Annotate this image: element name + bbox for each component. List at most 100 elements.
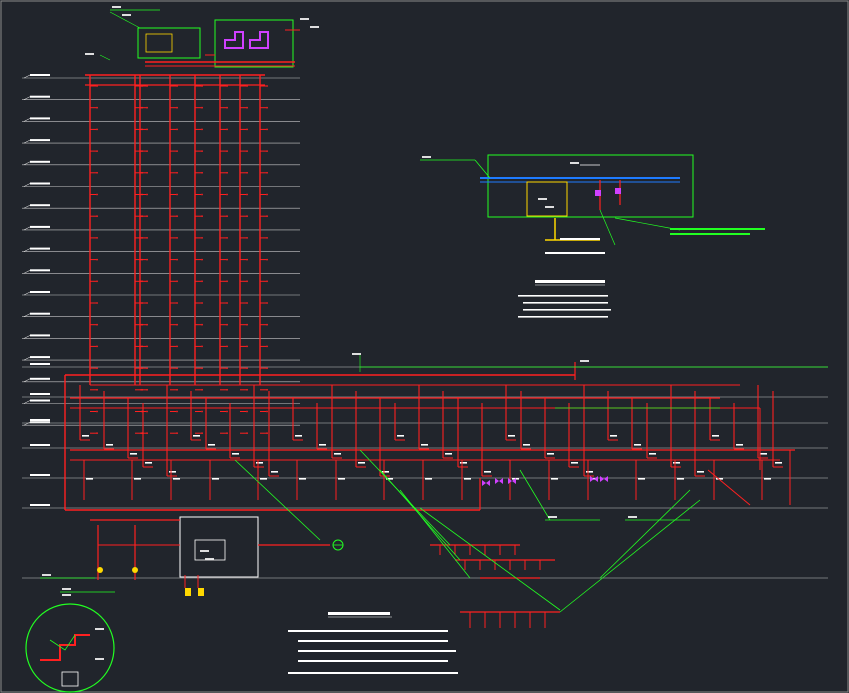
elevation-marker bbox=[23, 291, 31, 296]
sprinkler-head-icon bbox=[146, 302, 148, 304]
elevation-marker bbox=[23, 74, 31, 79]
elevation-marker bbox=[23, 378, 31, 383]
sprinkler-head-icon bbox=[246, 215, 248, 218]
sprinkler-head-icon bbox=[146, 237, 148, 239]
floor-elevation-label bbox=[30, 363, 50, 365]
sprinkler-head-icon bbox=[96, 128, 98, 131]
detail-callout-icon bbox=[25, 603, 115, 693]
pipe-label bbox=[712, 435, 719, 437]
pump-icon bbox=[249, 31, 269, 49]
sprinkler-head-icon bbox=[96, 150, 98, 153]
valve-icon bbox=[482, 480, 490, 486]
sprinkler-head-icon bbox=[176, 150, 178, 153]
annotation-text bbox=[560, 238, 600, 240]
elevation-marker bbox=[23, 313, 31, 317]
note-line bbox=[288, 672, 458, 674]
floor-elevation-label bbox=[30, 117, 50, 120]
pipe-label bbox=[106, 444, 113, 446]
annotation-text bbox=[200, 550, 209, 552]
leader-line bbox=[474, 159, 491, 179]
annotation-text bbox=[42, 574, 51, 576]
sprinkler-head-icon bbox=[226, 106, 228, 109]
pump-room-enclosure bbox=[214, 19, 294, 68]
floor-elevation-label bbox=[30, 334, 50, 337]
sprinkler-head-icon bbox=[226, 237, 228, 239]
elevation-marker bbox=[23, 335, 31, 339]
elevation-marker bbox=[23, 161, 31, 166]
leader-line bbox=[234, 459, 321, 541]
sprinkler-head-icon bbox=[246, 128, 248, 131]
pipe-label bbox=[649, 453, 656, 455]
sprinkler-head-icon bbox=[246, 302, 248, 304]
sprinkler-head-icon bbox=[176, 323, 178, 326]
annotation-text bbox=[628, 516, 637, 518]
valve-icon bbox=[595, 188, 621, 196]
sprinkler-head-icon bbox=[201, 323, 203, 326]
floor-elevation-label bbox=[30, 225, 50, 228]
branch-pipe bbox=[707, 469, 751, 506]
floor-elevation-label bbox=[30, 291, 50, 293]
sprinkler-head-icon bbox=[176, 215, 178, 218]
sprinkler-head-icon bbox=[226, 280, 228, 283]
sprinkler-head-icon bbox=[226, 258, 228, 261]
sprinkler-head-icon bbox=[226, 128, 228, 131]
pipe-label bbox=[82, 435, 89, 437]
sprinkler-head-icon bbox=[176, 388, 178, 391]
sprinkler-head-icon bbox=[96, 215, 98, 218]
sprinkler-head-icon bbox=[146, 388, 148, 391]
pipe-label bbox=[386, 478, 393, 480]
annotation-text bbox=[62, 588, 71, 590]
sprinkler-head-icon bbox=[201, 302, 203, 304]
annotation-text bbox=[548, 516, 557, 518]
pipe-label bbox=[677, 478, 684, 480]
pipe-label bbox=[736, 444, 743, 446]
sprinkler-head-icon bbox=[146, 128, 148, 131]
pipe-label bbox=[445, 453, 452, 455]
sprinkler-head-icon bbox=[246, 367, 248, 369]
sprinkler-head-icon bbox=[226, 302, 228, 304]
sprinkler-head-icon bbox=[201, 128, 203, 131]
elevation-marker bbox=[23, 183, 31, 187]
sprinkler-head-icon bbox=[146, 410, 148, 413]
sprinkler-head-icon bbox=[96, 302, 98, 304]
elevation-marker bbox=[23, 139, 31, 144]
sprinkler-head-icon bbox=[246, 237, 248, 239]
sprinkler-head-icon bbox=[226, 193, 228, 196]
annotation-text bbox=[538, 198, 547, 200]
floor-elevation-label bbox=[30, 393, 50, 395]
floor-elevation-label bbox=[30, 160, 50, 163]
elevation-marker bbox=[23, 204, 31, 209]
pipe-label bbox=[193, 435, 200, 437]
floor-elevation-label bbox=[30, 139, 50, 142]
pipe-label bbox=[358, 462, 365, 464]
floor-elevation-label bbox=[30, 399, 50, 402]
sprinkler-head-icon bbox=[201, 150, 203, 153]
pipe-label bbox=[638, 478, 645, 480]
annotation-text bbox=[670, 233, 750, 235]
floor-elevation-label bbox=[30, 419, 50, 421]
leader-line bbox=[99, 54, 111, 61]
leader-line bbox=[419, 507, 561, 611]
floor-elevation-label bbox=[30, 74, 50, 76]
sprinkler-head-icon bbox=[266, 323, 268, 326]
leader-line bbox=[49, 634, 76, 651]
equipment-box bbox=[526, 181, 568, 217]
valve-icon bbox=[508, 478, 516, 484]
annotation-text bbox=[95, 628, 104, 630]
pipe-label bbox=[260, 478, 267, 480]
note-line bbox=[523, 302, 608, 304]
sprinkler-head-icon bbox=[246, 150, 248, 153]
floor-elevation-label bbox=[30, 182, 50, 185]
detail-label-box bbox=[61, 671, 79, 687]
sprinkler-head-icon bbox=[146, 258, 148, 261]
pipe-label bbox=[256, 462, 263, 464]
floor-elevation-label bbox=[30, 204, 50, 207]
elevation-marker bbox=[23, 248, 31, 252]
floor-elevation-label bbox=[30, 504, 50, 506]
pipe-label bbox=[464, 478, 471, 480]
sprinkler-head-icon bbox=[96, 237, 98, 239]
sprinkler-head-icon bbox=[176, 237, 178, 239]
